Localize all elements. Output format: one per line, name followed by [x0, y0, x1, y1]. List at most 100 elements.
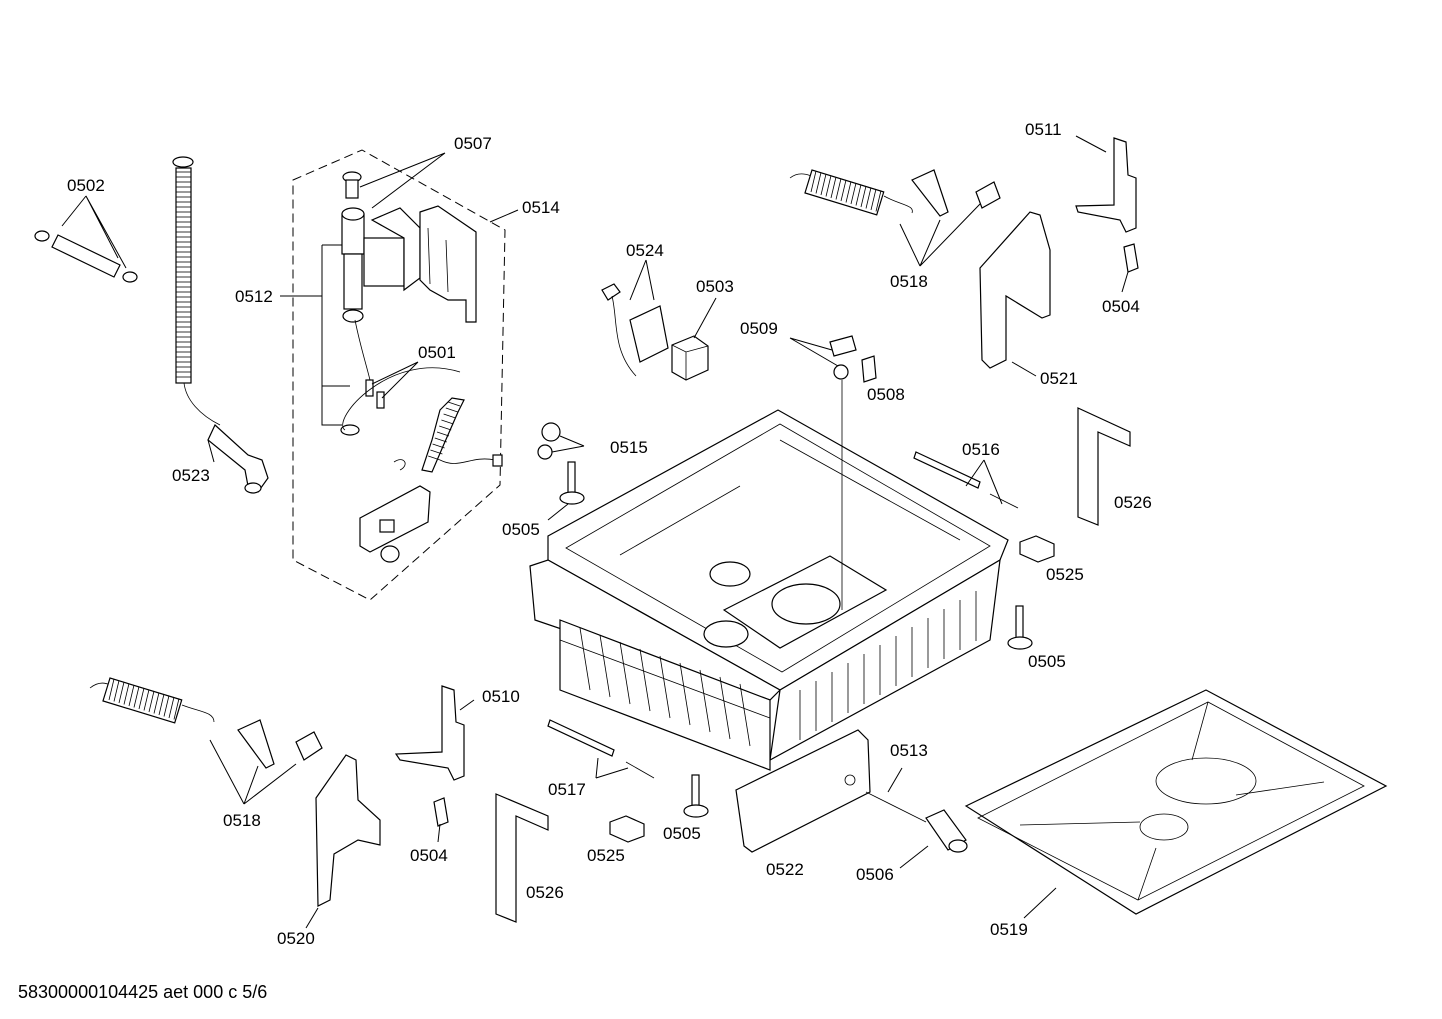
decorative-stroke	[148, 690, 155, 713]
decorative-stroke	[820, 173, 827, 196]
part-block-0525-left	[609, 815, 645, 843]
label-0520: 0520	[277, 929, 315, 948]
decorative-stroke	[865, 187, 872, 209]
decorative-stroke	[428, 455, 441, 461]
part-gears-0515	[537, 422, 561, 460]
label-0514: 0514	[522, 198, 560, 217]
decorative-stroke	[128, 684, 135, 707]
part-box-0503	[671, 335, 709, 381]
label-0510: 0510	[482, 687, 520, 706]
label-0516: 0516	[962, 440, 1000, 459]
label-0508: 0508	[867, 385, 905, 404]
part-bracket-0510	[394, 685, 465, 827]
decorative-stroke	[739, 683, 751, 747]
part-fill-hose	[393, 397, 503, 473]
decorative-stroke	[113, 680, 120, 702]
part-spring-0518-bottom	[89, 677, 323, 769]
part-screw-0505-a	[559, 461, 585, 505]
decorative-stroke	[850, 182, 857, 205]
label-0519: 0519	[990, 920, 1028, 939]
decorative-stroke	[825, 175, 832, 197]
label-0522: 0522	[766, 860, 804, 879]
label-0526-a: 0526	[1114, 493, 1152, 512]
part-elbow-hose-0523	[207, 424, 269, 494]
part-bracket-0521	[979, 211, 1051, 369]
label-0503: 0503	[696, 277, 734, 296]
decorative-stroke	[153, 692, 160, 714]
part-plate-0508	[861, 355, 877, 383]
label-0513: 0513	[890, 741, 928, 760]
decorative-stroke	[430, 449, 443, 455]
decorative-stroke	[840, 179, 847, 202]
decorative-stroke	[118, 681, 125, 704]
decorative-stroke	[870, 188, 877, 211]
part-bracket-0520	[315, 754, 381, 907]
assembly-group-outline	[292, 149, 506, 601]
decorative-stroke	[830, 176, 837, 199]
label-0523: 0523	[172, 466, 210, 485]
part-corrugated-hose	[172, 156, 221, 426]
decorative-stroke	[133, 686, 140, 708]
decorative-stroke	[619, 641, 631, 705]
decorative-stroke	[835, 178, 842, 200]
decorative-stroke	[855, 184, 862, 206]
decorative-stroke	[719, 676, 731, 740]
decorative-stroke	[108, 678, 115, 701]
decorative-stroke	[699, 669, 711, 733]
label-0524: 0524	[626, 241, 664, 260]
decorative-stroke	[639, 648, 651, 712]
decorative-stroke	[679, 662, 691, 726]
decorative-stroke	[441, 419, 454, 425]
part-rod-0517	[547, 719, 655, 779]
decorative-stroke	[143, 689, 150, 711]
part-block-0525-right	[1019, 535, 1055, 563]
part-sensors-0501	[342, 319, 461, 431]
label-0506: 0506	[856, 865, 894, 884]
decorative-stroke	[875, 190, 882, 212]
decorative-stroke	[123, 683, 130, 705]
label-0507: 0507	[454, 134, 492, 153]
part-plate-0522	[735, 729, 871, 853]
part-harness-0524	[601, 283, 669, 377]
part-screw-0505-b	[1007, 605, 1033, 650]
decorative-stroke	[436, 431, 450, 437]
part-spring-0518-top	[789, 169, 1001, 217]
decorative-stroke	[447, 401, 461, 407]
part-panel-0526-left	[495, 793, 549, 923]
part-bushing-0506	[865, 791, 968, 853]
label-0525-a: 0525	[1046, 565, 1084, 584]
label-0517: 0517	[548, 780, 586, 799]
decorative-stroke	[659, 655, 671, 719]
decorative-stroke	[810, 170, 817, 193]
label-0504-a: 0504	[1102, 297, 1140, 316]
decorative-stroke	[138, 687, 145, 710]
part-valve-bracket	[359, 485, 431, 563]
decorative-stroke	[163, 695, 170, 717]
label-0501: 0501	[418, 343, 456, 362]
part-base-plate-0519	[964, 689, 1388, 915]
label-0518-a: 0518	[890, 272, 928, 291]
label-0512: 0512	[235, 287, 273, 306]
part-hose-0502	[34, 230, 138, 283]
part-base-tub	[529, 409, 1009, 771]
decorative-stroke	[168, 696, 175, 719]
label-0526-b: 0526	[526, 883, 564, 902]
label-0504-b: 0504	[410, 846, 448, 865]
decorative-stroke	[173, 698, 180, 720]
decorative-stroke	[445, 407, 458, 413]
label-0502: 0502	[67, 176, 105, 195]
label-0509: 0509	[740, 319, 778, 338]
decorative-stroke	[432, 443, 445, 449]
part-knob-0509	[829, 335, 857, 380]
decorative-stroke	[439, 425, 452, 431]
part-rod-0516	[913, 451, 1019, 509]
decorative-stroke	[443, 413, 456, 419]
part-bracket-0511	[1075, 137, 1139, 273]
decorative-stroke	[599, 634, 611, 698]
decorative-stroke	[579, 627, 591, 691]
label-0505-a: 0505	[502, 520, 540, 539]
label-0525-b: 0525	[587, 846, 625, 865]
decorative-stroke	[815, 172, 822, 194]
label-0515: 0515	[610, 438, 648, 457]
